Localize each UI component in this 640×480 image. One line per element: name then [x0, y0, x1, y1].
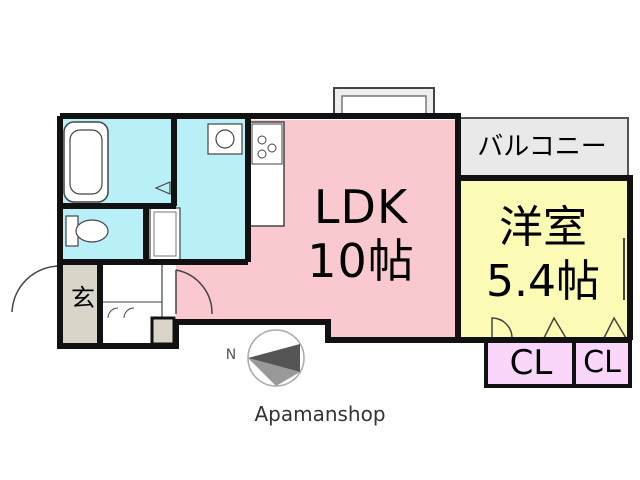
bathroom: [60, 118, 172, 206]
compass-icon: [247, 329, 305, 387]
closet-label-2: CL: [583, 345, 621, 380]
ldk-size: 10帖: [307, 234, 415, 288]
entrance-area: [11, 263, 213, 346]
ldk-name: LDK: [313, 180, 409, 234]
western-room-name: 洋室: [499, 202, 587, 253]
western-room-size: 5.4帖: [486, 256, 600, 307]
compass-north-label: N: [225, 347, 237, 363]
balcony-label: バルコニー: [477, 132, 607, 162]
brand-logo-text: Apamanshop: [254, 402, 386, 426]
closet-label-1: CL: [509, 343, 553, 383]
ldk-label: LDK 10帖: [296, 184, 426, 292]
toilet-room: [60, 208, 146, 260]
western-room: [458, 178, 628, 340]
walls: [57, 113, 633, 349]
washroom: [149, 118, 246, 262]
right-balcony: [455, 117, 629, 177]
western-room-label: 洋室 5.4帖: [468, 206, 618, 314]
entrance-label: 玄: [71, 284, 95, 312]
ldk-room: [176, 120, 456, 340]
top-balcony: [333, 87, 435, 117]
